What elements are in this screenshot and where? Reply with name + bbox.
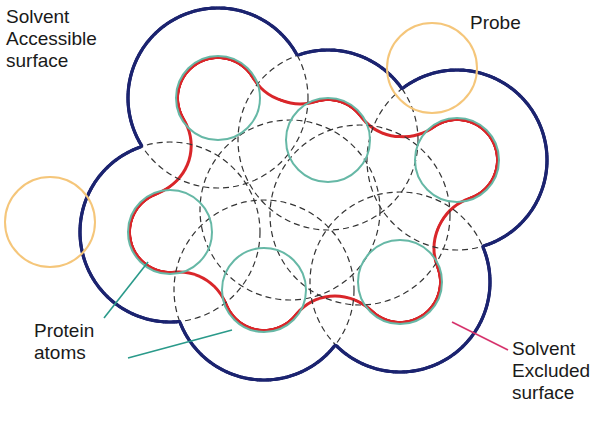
leader-lines: [104, 262, 508, 358]
surface-label: Solvent Excluded surface: [512, 338, 602, 404]
callout-label: Protein atoms: [34, 320, 116, 364]
callout-label: Probe: [470, 12, 540, 34]
protein-atoms: [128, 56, 499, 332]
surface-label: Solvent Accessible surface: [6, 6, 110, 72]
solvent-accessible-surface: [80, 8, 547, 380]
probe-spheres: [5, 23, 477, 267]
accessible-radius-circles: [80, 8, 547, 380]
